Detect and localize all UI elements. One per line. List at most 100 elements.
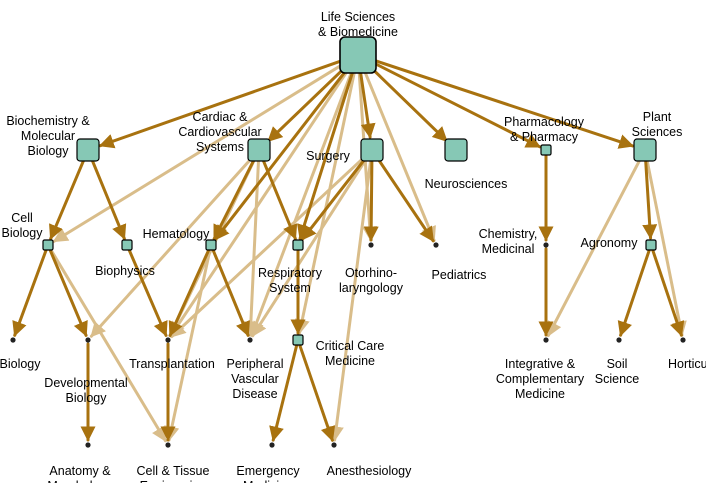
label-line: Agronomy [581,236,639,250]
node-biology[interactable] [10,337,16,343]
label-line: Hematology [143,227,210,241]
edge-life-to-plant [374,59,635,149]
label-biology: Biology [0,357,41,371]
node-cardiac[interactable] [247,138,271,162]
label-line: Life Sciences [321,10,395,24]
label-line: Anesthesiology [327,464,413,478]
edge-life-to-crit [294,72,356,335]
edges-layer [12,59,687,443]
node-horti[interactable] [680,337,686,343]
node-neuro[interactable] [444,138,468,162]
edge-surgery-to-resp [300,157,367,241]
label-line: Otorhino- [345,266,397,280]
node-cell[interactable] [42,239,54,251]
edge-life-to-hema [213,68,348,241]
node-oto[interactable] [368,242,374,248]
label-line: & Biomedicine [318,25,398,39]
node-devbio[interactable] [85,337,91,343]
label-line: Complementary [496,372,585,386]
node-chem[interactable] [543,242,549,248]
edge-life-to-peds [363,71,436,242]
node-tissue[interactable] [165,442,171,448]
edge-surgery-to-peds [377,158,435,243]
label-line: Biology [66,391,108,405]
edge-cardiac-to-pvd [243,160,260,337]
label-line: Integrative & [505,357,576,371]
label-line: Peripheral [227,357,284,371]
edge-biochem-to-biophys [91,159,127,241]
node-agro[interactable] [645,239,657,251]
label-line: Biology [2,226,44,240]
edge-cell-to-devbio [48,249,88,337]
node-biophys[interactable] [121,239,133,251]
node-pharma[interactable] [540,144,552,156]
edge-life-to-surgery [359,72,376,139]
label-line: laryngology [339,281,404,295]
edge-cardiac-to-hema [212,159,256,241]
label-line: & Pharmacy [510,130,579,144]
edge-cardiac-to-resp [262,159,298,241]
label-life: Life Sciences& Biomedicine [318,10,398,39]
label-line: Medicine [325,354,375,368]
label-line: Cell & Tissue [137,464,210,478]
node-resp[interactable] [292,239,304,251]
label-line: Respiratory [258,266,323,280]
label-biophys: Biophysics [95,264,155,278]
label-line: Science [595,372,640,386]
label-line: Medicinal [482,242,535,256]
label-oto: Otorhino-laryngology [339,266,404,295]
node-anest[interactable] [331,442,337,448]
edge-life-to-resp [297,71,354,240]
node-peds[interactable] [433,242,439,248]
edge-agro-to-soil [617,249,651,337]
label-line: Neurosciences [425,177,508,191]
edge-life-to-pvd [249,71,353,337]
label-tissue: Cell & TissueEngineering [137,464,210,483]
label-peds: Pediatrics [432,268,487,282]
label-line: Chemistry, [479,227,538,241]
node-pvd[interactable] [247,337,253,343]
node-life[interactable] [339,36,377,74]
label-line: Engineering [140,479,207,483]
edge-plant-to-integ [546,159,641,338]
node-anat[interactable] [85,442,91,448]
node-surgery[interactable] [360,138,384,162]
label-line: Vascular [231,372,279,386]
label-line: Medicine [243,479,293,483]
label-line: Surgery [306,149,351,163]
edge-crit-to-anest [298,344,336,442]
label-horti: Horticulture [668,357,706,371]
label-line: Horticulture [668,357,706,371]
node-biochem[interactable] [76,138,100,162]
label-line: Emergency [236,464,300,478]
label-line: System [269,281,311,295]
label-emerg: EmergencyMedicine [236,464,300,483]
label-line: Medicine [515,387,565,401]
node-soil[interactable] [616,337,622,343]
node-transp[interactable] [165,337,171,343]
node-crit[interactable] [292,334,304,346]
node-integ[interactable] [543,337,549,343]
node-plant[interactable] [633,138,657,162]
edge-surgery-to-transp [170,156,365,339]
edge-biophys-to-transp [127,249,168,337]
label-line: Critical Care [316,339,385,353]
node-emerg[interactable] [269,442,275,448]
label-line: Anatomy & [49,464,111,478]
node-hema[interactable] [205,239,217,251]
edge-hema-to-pvd [211,249,250,337]
label-line: Developmental [44,376,127,390]
edge-cell-to-biology [12,249,48,337]
edge-life-to-cardiac [266,66,346,143]
label-neuro: Neurosciences [425,177,508,191]
